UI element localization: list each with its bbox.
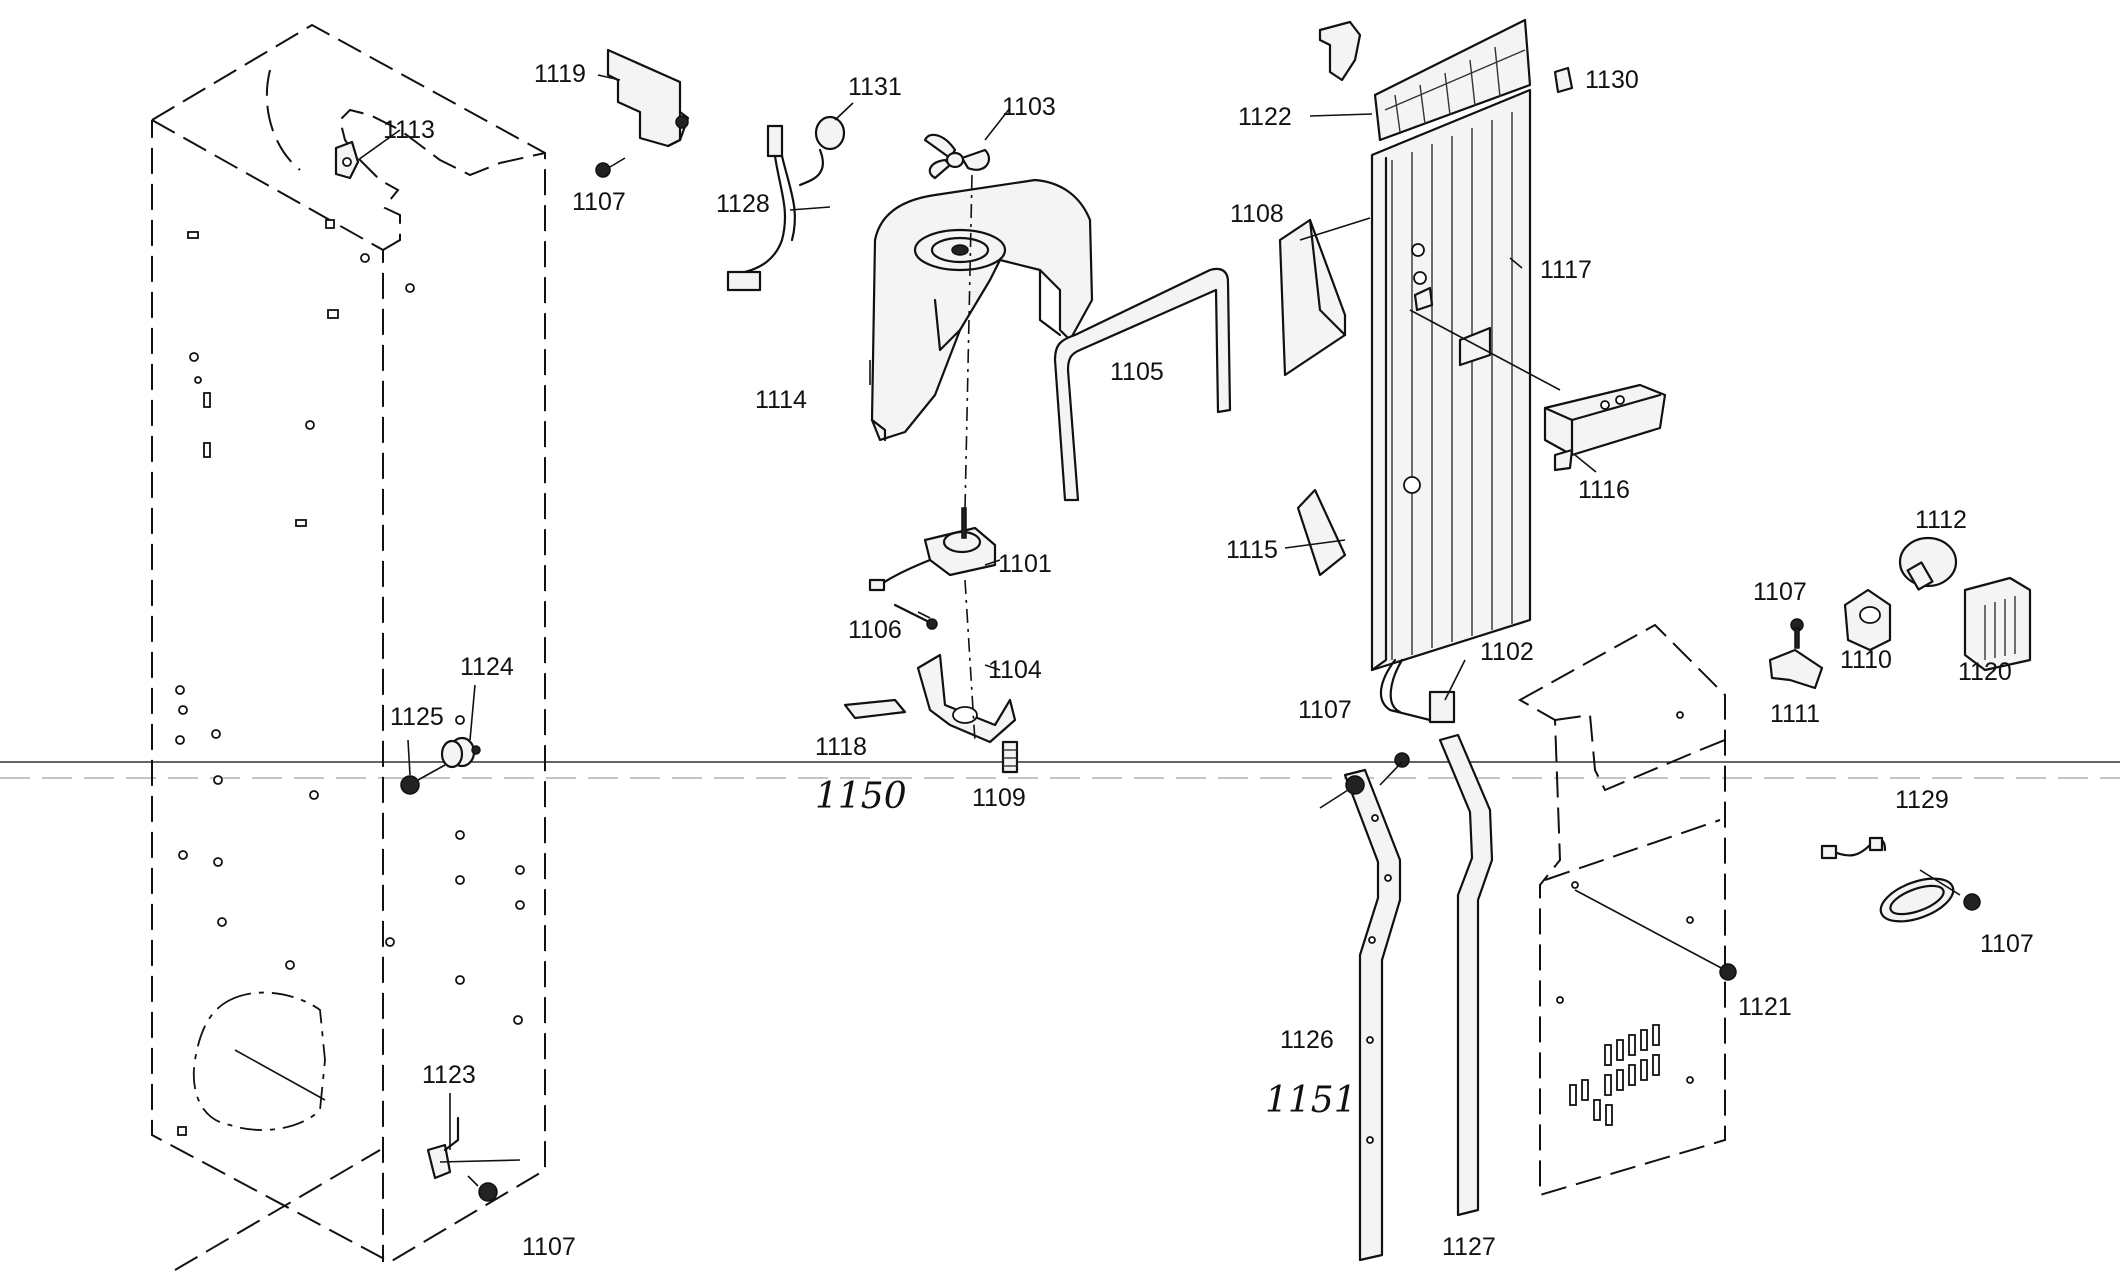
callout-1105: 1105 [1110, 358, 1164, 386]
leader-lines [357, 74, 1597, 1150]
part-1130-cap [1553, 66, 1574, 94]
callout-1106: 1106 [848, 616, 902, 644]
part-1110-socket [1843, 588, 1892, 652]
callout-1111: 1111 [1770, 700, 1820, 728]
part-1119-bracket [606, 48, 690, 148]
callout-1108: 1108 [1230, 200, 1284, 228]
callout-1109: 1109 [972, 784, 1026, 812]
assembly-axis [964, 174, 973, 511]
part-1117-cover-panel [1370, 88, 1561, 672]
part-1118-pad [843, 698, 907, 720]
callout-1127: 1127 [1442, 1233, 1496, 1261]
part-1114-fan-shroud [870, 178, 1094, 442]
callout-1102: 1102 [1480, 638, 1534, 666]
callout-1121: 1121 [1738, 993, 1792, 1021]
callout-1128: 1128 [716, 190, 770, 218]
callout-1129: 1129 [1895, 786, 1949, 814]
part-1129-harness [1820, 836, 1887, 860]
callout-1114: 1114 [755, 386, 807, 414]
part-1120-cover [1963, 576, 2032, 672]
callout-1125: 1125 [390, 703, 444, 731]
callout-1115: 1115 [1226, 536, 1278, 564]
part-1103-fan-blade [923, 133, 991, 180]
callout-1118: 1118 [815, 733, 867, 761]
part-1112-bulb [1898, 536, 1958, 591]
callout-1124: 1124 [460, 653, 514, 681]
part-1106-screw [893, 603, 938, 630]
part-1108-duct [1278, 218, 1347, 377]
part-1122-grille [1318, 18, 1532, 142]
part-1116-bracket [1543, 383, 1667, 472]
callout-1116: 1116 [1578, 476, 1630, 504]
callout-1131: 1131 [848, 73, 902, 101]
part-1115-baffle [1296, 488, 1347, 577]
part-1129-light-lens [1879, 869, 1961, 923]
part-1127-rail [1438, 733, 1494, 1217]
handwritten-notes: 1150 1151 [815, 776, 1357, 1121]
panel-vent-slots [1569, 1024, 1660, 1126]
part-1101-motor [868, 507, 997, 592]
part-1107-screw-right [1963, 893, 1981, 911]
part-1124-sensor [440, 736, 481, 769]
cabinet-outline [151, 23, 546, 1271]
callout-1107-right: 1107 [1980, 930, 2034, 958]
part-1113-clip [334, 140, 360, 180]
part-1105-gasket [1053, 267, 1232, 502]
callout-1123: 1123 [422, 1061, 476, 1089]
part-1111-clip [1768, 648, 1824, 690]
callout-1112: 1112 [1915, 506, 1967, 534]
callout-1122: 1122 [1238, 103, 1292, 131]
part-1102-harness [1379, 658, 1456, 724]
callout-1130: 1130 [1585, 66, 1639, 94]
part-1107-screw-top [595, 157, 626, 178]
part-1107-screw-middle [1379, 752, 1410, 786]
part-1126-rail [1319, 768, 1402, 1262]
part-1128-harness [726, 115, 846, 292]
part-1109-spring [1001, 740, 1019, 774]
callout-1103: 1103 [1002, 93, 1056, 121]
callout-1110: 1110 [1840, 646, 1892, 674]
callout-1101: 1101 [998, 550, 1052, 578]
callout-labels: 1119 1113 1107 1131 1103 1128 1114 1105 … [383, 60, 2034, 1261]
callout-1119: 1119 [534, 60, 586, 88]
callout-1117: 1117 [1540, 256, 1592, 284]
handwritten-1151: 1151 [1265, 1080, 1357, 1121]
callout-1107-middle: 1107 [1298, 696, 1352, 724]
part-1123-bracket [426, 1116, 521, 1180]
handwritten-1150: 1150 [815, 776, 907, 817]
callout-1126: 1126 [1280, 1026, 1334, 1054]
part-1121-back-panel [1517, 623, 1726, 1197]
callout-1120: 1120 [1958, 658, 2012, 686]
callout-1104: 1104 [988, 656, 1042, 684]
callout-1107-clip: 1107 [1753, 578, 1807, 606]
callout-1113: 1113 [383, 116, 435, 144]
part-1121-screw [1719, 963, 1737, 981]
part-1125-screw [400, 764, 446, 795]
part-1107-screw-clip [1790, 618, 1804, 649]
part-1104-bracket [916, 653, 1017, 744]
callout-1107-top: 1107 [572, 188, 626, 216]
callout-1107-bottom: 1107 [522, 1233, 576, 1261]
part-1107-screw-bottom [467, 1175, 498, 1202]
